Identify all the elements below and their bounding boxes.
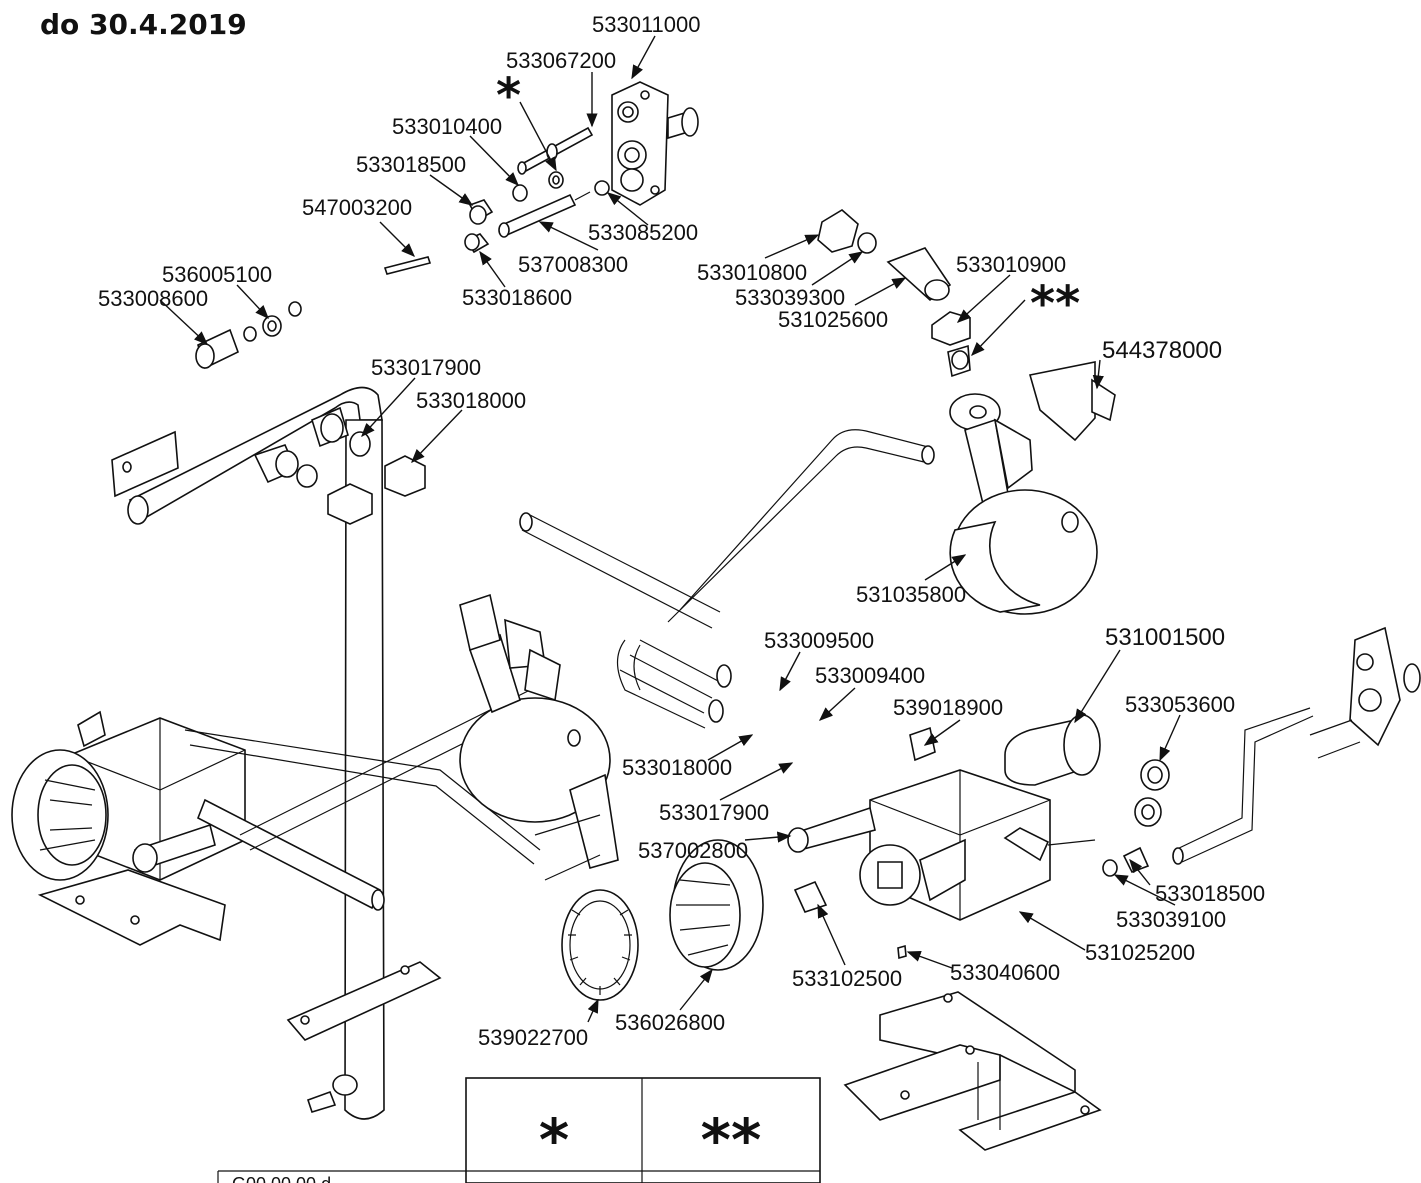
legend-table: * ** G00 00 00 d... <box>217 1077 821 1183</box>
label-531025200: 531025200 <box>1085 940 1195 965</box>
label-536026800: 536026800 <box>615 1010 725 1035</box>
label-533018500-right: 533018500 <box>1155 881 1265 906</box>
label-533018000-mid: 533018000 <box>622 755 732 780</box>
left-fittings <box>195 301 302 370</box>
label-539018900: 539018900 <box>893 695 1003 720</box>
label-533039300: 533039300 <box>735 285 845 310</box>
label-533017900-mid: 533017900 <box>659 800 769 825</box>
leader-lines <box>159 35 1181 1023</box>
center-valve-block <box>787 714 1101 960</box>
label-533018000-top: 533018000 <box>416 388 526 413</box>
gas-tubes <box>519 429 935 729</box>
left-valve-block <box>11 689 541 946</box>
part-labels: 533011000 533067200 533010400 533018500 … <box>98 12 1265 1050</box>
label-531025600: 531025600 <box>778 307 888 332</box>
label-533018500: 533018500 <box>356 152 466 177</box>
revision-date-title: do 30.4.2019 <box>40 8 247 41</box>
label-537002800: 537002800 <box>638 838 748 863</box>
label-537008300: 537008300 <box>518 252 628 277</box>
label-533009500: 533009500 <box>764 628 874 653</box>
right-fittings <box>1102 626 1421 877</box>
label-531035800: 531035800 <box>856 582 966 607</box>
label-533009400: 533009400 <box>815 663 925 688</box>
label-533039100: 533039100 <box>1116 907 1226 932</box>
label-547003200: 547003200 <box>302 195 412 220</box>
label-536005100: 536005100 <box>162 262 272 287</box>
label-533053600: 533053600 <box>1125 692 1235 717</box>
single-asterisk-marker: * <box>496 68 521 124</box>
table-row-label: G00 00 00 d... <box>232 1174 346 1183</box>
label-539022700: 539022700 <box>478 1025 588 1050</box>
table-header-double: ** <box>701 1106 762 1174</box>
top-valve-assembly <box>383 81 699 275</box>
label-533102500: 533102500 <box>792 966 902 991</box>
label-533040600: 533040600 <box>950 960 1060 985</box>
pipe-frame <box>111 386 442 1120</box>
label-544378000: 544378000 <box>1102 337 1222 364</box>
label-533018600: 533018600 <box>462 285 572 310</box>
burner-assembly <box>949 361 1116 615</box>
label-533011000: 533011000 <box>592 12 701 37</box>
label-533010800: 533010800 <box>697 260 807 285</box>
label-531001500: 531001500 <box>1105 624 1225 651</box>
label-533010400: 533010400 <box>392 114 502 139</box>
dial-and-knob <box>561 839 764 1001</box>
middle-burner <box>459 593 619 881</box>
bottom-bracket <box>843 991 1102 1151</box>
label-533067200: 533067200 <box>506 48 616 73</box>
double-asterisk-marker: ** <box>1030 276 1080 332</box>
label-533008600: 533008600 <box>98 286 208 311</box>
label-533085200: 533085200 <box>588 220 698 245</box>
label-533017900-top: 533017900 <box>371 355 481 380</box>
table-header-single: * <box>539 1106 569 1174</box>
label-533010900: 533010900 <box>956 252 1066 277</box>
